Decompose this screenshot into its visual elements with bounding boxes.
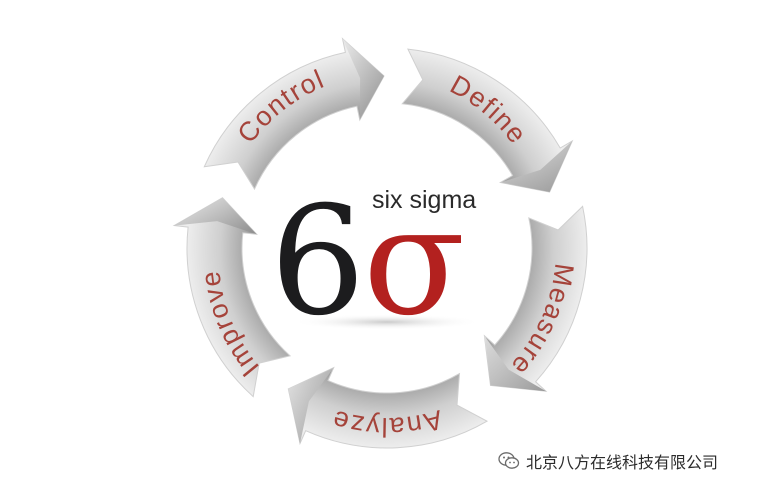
cycle-arrowhead-measure — [484, 335, 546, 392]
logo-sigma-symbol: σ — [363, 175, 465, 349]
wechat-icon — [498, 451, 520, 471]
logo-six-numeral: 6 — [270, 175, 365, 349]
cycle-arrowhead-improve — [174, 197, 257, 235]
watermark-text: 北京八方在线科技有限公司 — [526, 453, 719, 472]
watermark: 北京八方在线科技有限公司 — [498, 447, 718, 475]
logo-tagline: six sigma — [372, 186, 476, 214]
logo-shadow — [292, 314, 482, 330]
cycle-arrowhead-control — [342, 38, 384, 120]
cycle-arrowhead-define — [500, 141, 573, 192]
cycle-arrowhead-analyze — [288, 367, 334, 444]
